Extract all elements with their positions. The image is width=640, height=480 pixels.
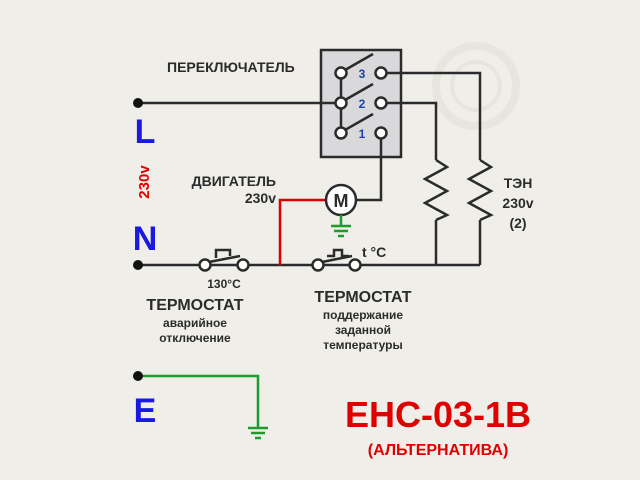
- switch-pos-2: 2: [359, 97, 366, 111]
- motor-title: ДВИГАТЕЛЬ: [192, 173, 276, 189]
- earth-wire: [138, 374, 268, 440]
- supply-voltage: 230v: [136, 165, 153, 199]
- heater-2: [466, 158, 494, 222]
- heater-count: (2): [509, 215, 526, 231]
- motor-ground-icon: [331, 215, 351, 238]
- heater-title: ТЭН: [504, 175, 533, 191]
- watermark-gear-icon: [432, 42, 520, 130]
- heater-voltage: 230v: [502, 195, 533, 211]
- thermostat1-desc1: аварийное: [163, 316, 227, 330]
- thermostat2-desc2: заданной: [335, 323, 391, 337]
- thermostat1-temp: 130°C: [207, 277, 241, 291]
- motor-voltage: 230v: [245, 190, 276, 206]
- model-note: (АЛЬТЕРНАТИВА): [368, 442, 509, 459]
- red-wire: [278, 198, 326, 265]
- switch-pos-1: 1: [359, 127, 366, 141]
- thermostat1-title: ТЕРМОСТАТ: [146, 297, 243, 314]
- line-L-label: L: [135, 113, 156, 151]
- switch-pos-3: 3: [359, 67, 366, 81]
- thermostat2-desc1: поддержание: [323, 308, 403, 322]
- contacts: [198, 66, 388, 272]
- motor: M: [324, 183, 358, 217]
- terminals: [133, 98, 143, 381]
- thermostat2-title: ТЕРМОСТАТ: [314, 289, 411, 306]
- thermostat1-desc2: отключение: [159, 331, 231, 345]
- motor-symbol: M: [334, 191, 349, 211]
- thermostat2-temp: t °C: [362, 244, 386, 260]
- heater-1: [422, 158, 450, 222]
- model-title: ЕНС-03-1В: [345, 394, 531, 435]
- wires: [138, 52, 494, 267]
- line-N-label: N: [133, 220, 158, 258]
- thermostat2-desc3: температуры: [323, 338, 402, 352]
- line-E-label: E: [134, 392, 157, 430]
- switch-label: ПЕРЕКЛЮЧАТЕЛЬ: [167, 59, 295, 75]
